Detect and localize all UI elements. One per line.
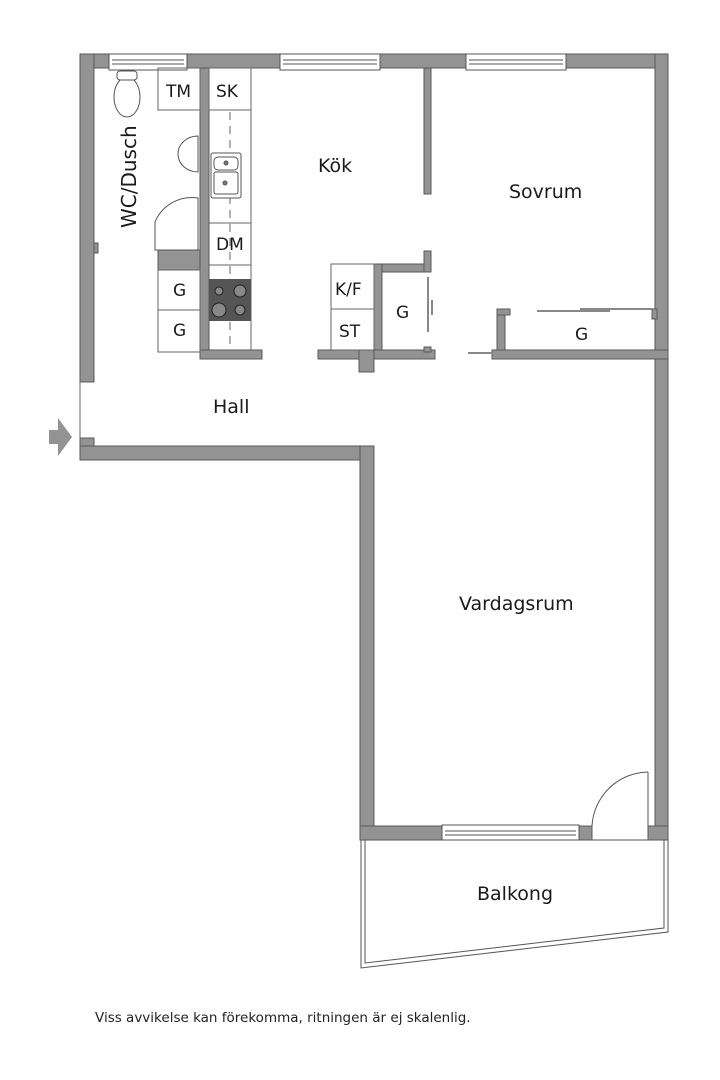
- stove-icon: [209, 279, 251, 321]
- room-label-wc: WC/Dusch: [117, 125, 141, 228]
- window-living: [441, 824, 580, 841]
- fixture-kf: K/F: [335, 280, 362, 300]
- room-label-sovrum: Sovrum: [509, 181, 582, 203]
- wall-kitchen-bedroom: [423, 67, 432, 195]
- room-label-balkong: Balkong: [477, 883, 553, 905]
- fixture-g1: G: [173, 281, 186, 301]
- room-label-kok: Kök: [318, 155, 352, 177]
- wall-bottom-left: [359, 825, 443, 841]
- fixture-g4: G: [575, 325, 588, 345]
- shower-icon: [154, 197, 199, 251]
- balcony-door[interactable]: [591, 771, 649, 827]
- fixture-st: ST: [339, 322, 361, 342]
- wall-bottom-right: [647, 825, 669, 841]
- fixture-g3: G: [396, 303, 409, 323]
- room-label-hall: Hall: [213, 396, 250, 418]
- fixture-sk: SK: [216, 82, 239, 102]
- sink-icon: [210, 152, 242, 199]
- fixture-dm: DM: [216, 235, 244, 255]
- fixture-g2: G: [173, 321, 186, 341]
- room-label-vardagsrum: Vardagsrum: [459, 593, 574, 615]
- wall-left-upper: [79, 53, 95, 383]
- toilet-icon: [113, 76, 141, 118]
- wall-right: [654, 53, 669, 839]
- wall-bath-kitchen: [199, 67, 210, 359]
- fixture-tm: TM: [165, 82, 191, 102]
- washbasin-icon: [177, 135, 199, 173]
- window-bath: [108, 53, 188, 71]
- wall-bottom-mid: [578, 825, 593, 841]
- entrance-arrow-icon: [49, 418, 72, 456]
- wall-hall-bottom: [79, 445, 375, 461]
- window-bedroom: [465, 53, 567, 71]
- wall-living-left: [359, 445, 375, 839]
- disclaimer-text: Viss avvikelse kan förekomma, ritningen …: [95, 1010, 471, 1026]
- window-kitchen: [279, 53, 381, 71]
